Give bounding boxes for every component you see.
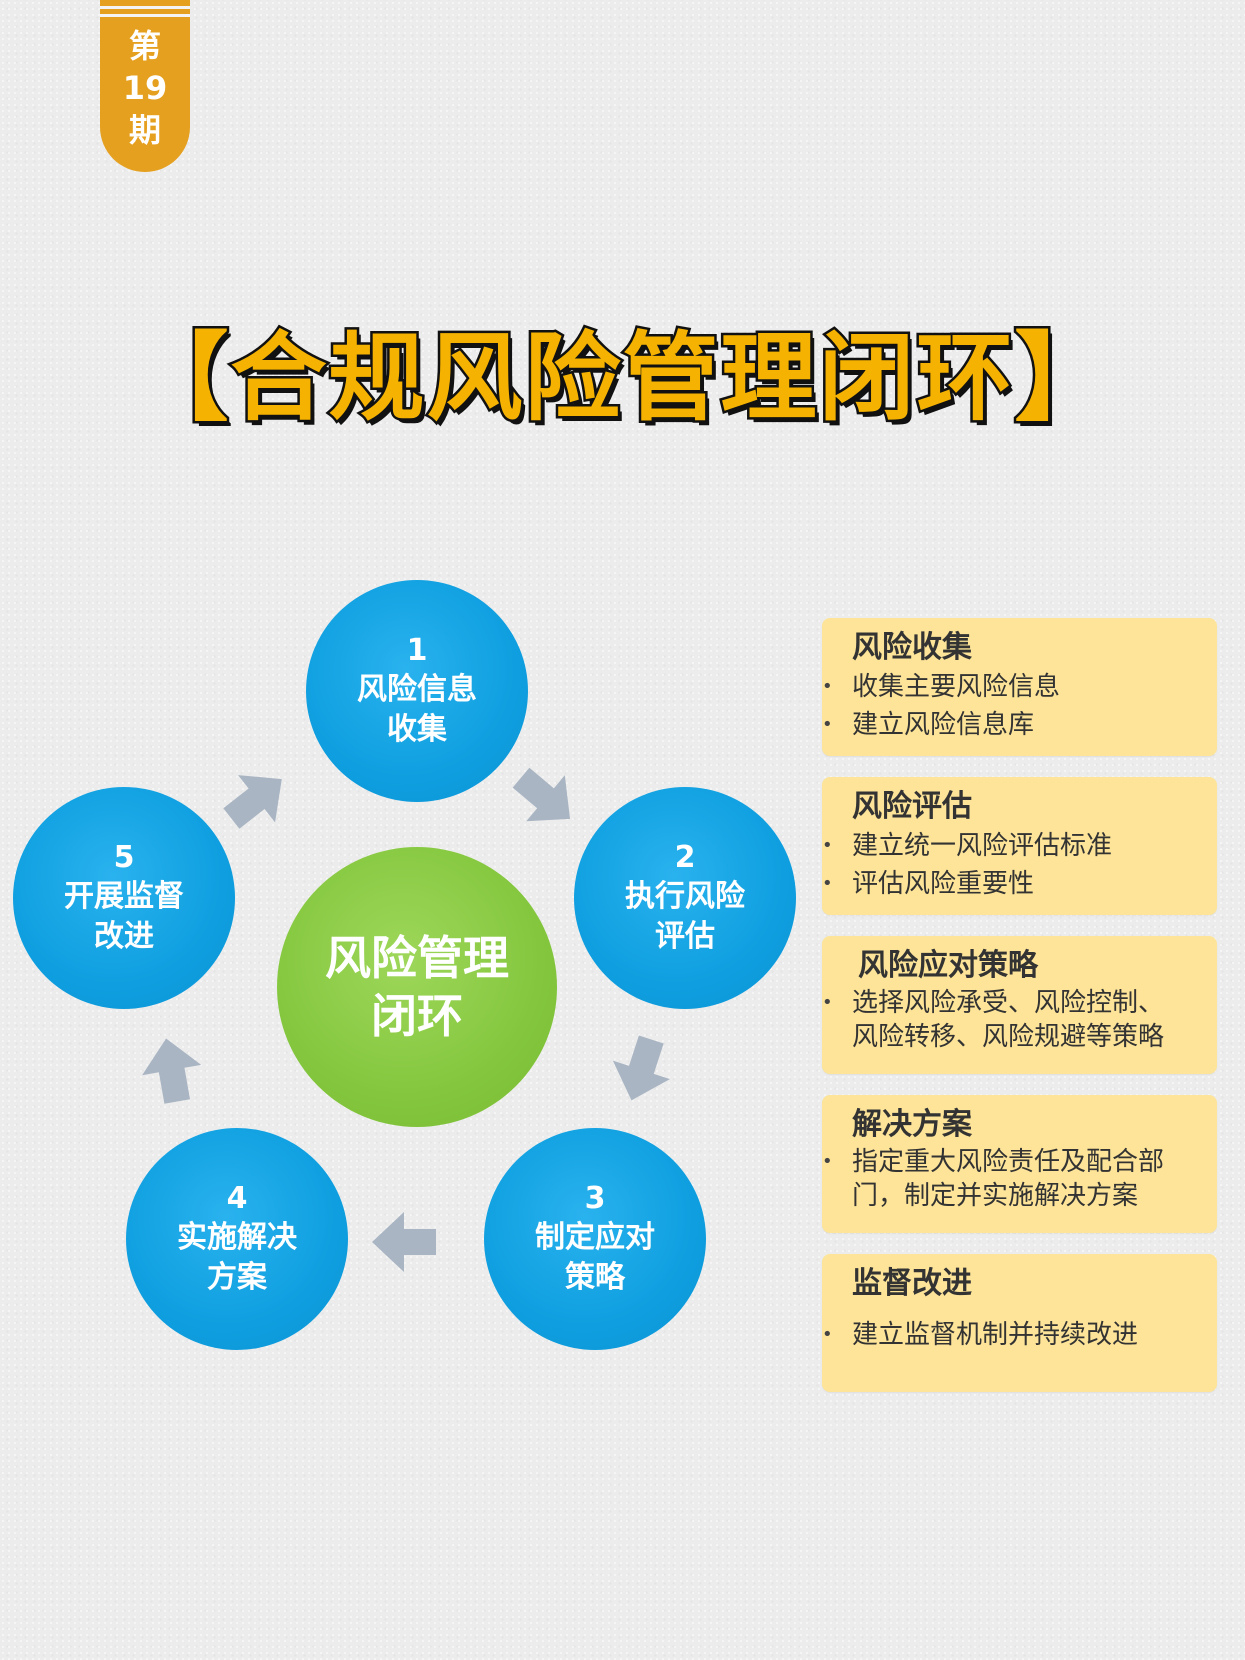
arrow-left-icon <box>372 1212 436 1272</box>
step-5-circle: 5 开展监督 改进 <box>13 787 235 1009</box>
step-1-circle: 1 风险信息 收集 <box>306 580 528 802</box>
step-3-number: 3 <box>584 1181 606 1216</box>
issue-badge: 第 19 期 <box>100 0 190 172</box>
panel-title: 解决方案 <box>852 1107 972 1142</box>
step-4-label: 实施解决 方案 <box>177 1220 297 1295</box>
panel-title: 风险评估 <box>852 789 972 824</box>
step-1-label: 风险信息 收集 <box>357 672 477 747</box>
panel-title: 风险应对策略 <box>858 948 1038 983</box>
panel-list: 指定重大风险责任及配合部 门，制定并实施解决方案 <box>822 1145 1217 1213</box>
panel-list-item: 选择风险承受、风险控制、 风险转移、风险规避等策略 <box>822 986 1217 1054</box>
panel-list-item: 评估风险重要性 <box>822 865 1217 903</box>
panel-list: 选择风险承受、风险控制、 风险转移、风险规避等策略 <box>822 986 1217 1054</box>
step-3-label: 制定应对 策略 <box>535 1220 655 1295</box>
panel-risk-collection: 风险收集 收集主要风险信息 建立风险信息库 <box>822 618 1217 756</box>
issue-badge-line1: 第 <box>128 27 161 65</box>
panel-list-item: 指定重大风险责任及配合部 门，制定并实施解决方案 <box>822 1145 1217 1213</box>
step-5-number: 5 <box>113 840 135 875</box>
page-title: 【合规风险管理闭环】 <box>130 320 1113 437</box>
arrow-up-right-icon <box>212 755 301 843</box>
panel-list-item: 建立风险信息库 <box>822 706 1217 744</box>
panel-list: 收集主要风险信息 建立风险信息库 <box>822 668 1217 744</box>
step-2-number: 2 <box>674 840 696 875</box>
arrow-right-down-icon <box>501 754 590 842</box>
step-2-label: 执行风险 评估 <box>625 879 745 954</box>
panel-list-item: 建立监督机制并持续改进 <box>822 1316 1217 1354</box>
arrow-down-icon <box>602 1030 680 1110</box>
center-label: 风险管理 闭环 <box>325 931 509 1043</box>
panel-risk-assessment: 风险评估 建立统一风险评估标准 评估风险重要性 <box>822 777 1217 915</box>
panel-risk-response: 风险应对策略 选择风险承受、风险控制、 风险转移、风险规避等策略 <box>822 936 1217 1074</box>
issue-badge-number: 19 <box>122 69 168 107</box>
step-1-number: 1 <box>406 633 428 668</box>
step-3-circle: 3 制定应对 策略 <box>484 1128 706 1350</box>
panel-list: 建立统一风险评估标准 评估风险重要性 <box>822 827 1217 903</box>
step-4-circle: 4 实施解决 方案 <box>126 1128 348 1350</box>
issue-badge-line3: 期 <box>128 111 161 149</box>
panel-list: 建立监督机制并持续改进 <box>822 1316 1217 1354</box>
panel-supervision: 监督改进 建立监督机制并持续改进 <box>822 1254 1217 1392</box>
step-4-number: 4 <box>226 1181 248 1216</box>
center-circle: 风险管理 闭环 <box>277 847 557 1127</box>
panel-title: 监督改进 <box>852 1266 972 1301</box>
panel-list-item: 建立统一风险评估标准 <box>822 827 1217 865</box>
panel-solution: 解决方案 指定重大风险责任及配合部 门，制定并实施解决方案 <box>822 1095 1217 1233</box>
panel-list-item: 收集主要风险信息 <box>822 668 1217 706</box>
step-5-label: 开展监督 改进 <box>64 879 184 954</box>
arrow-up-icon <box>136 1033 207 1107</box>
panel-title: 风险收集 <box>852 630 972 665</box>
step-2-circle: 2 执行风险 评估 <box>574 787 796 1009</box>
